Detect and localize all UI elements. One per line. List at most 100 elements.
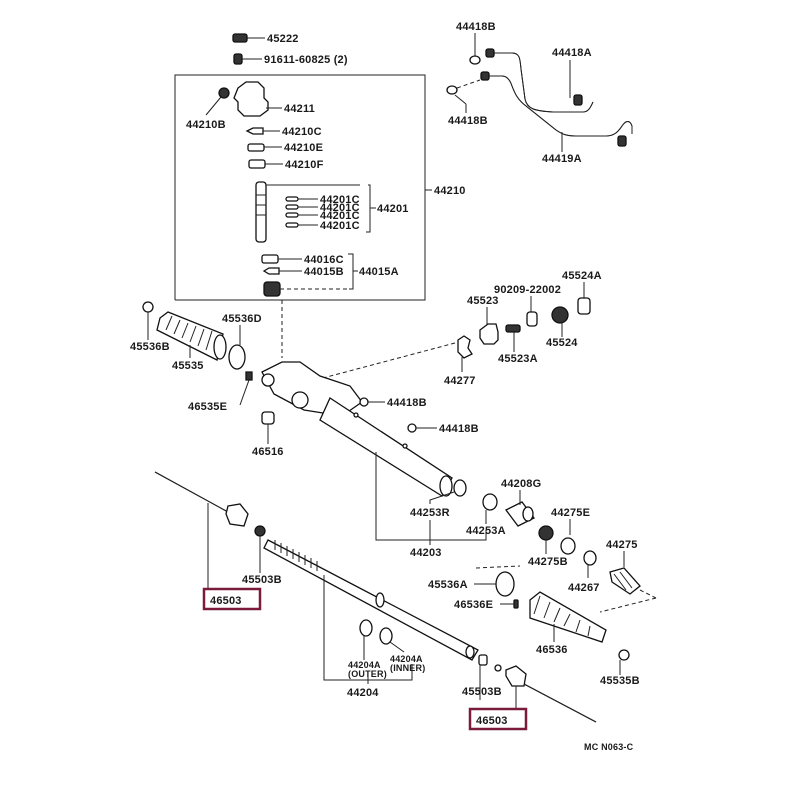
label-46503-left: 46503: [210, 595, 242, 607]
part-44418A-tube[interactable]: 44418A: [485, 47, 594, 113]
group-44203: 44203: [375, 452, 487, 559]
label-44201C-2: 44201C: [320, 202, 360, 214]
label-44016C: 44016C: [304, 254, 344, 266]
part-91611-60825[interactable]: 91611-60825 (2): [233, 53, 348, 66]
part-44253R[interactable]: 44253R: [410, 479, 467, 519]
label-44418B-top: 44418B: [456, 21, 496, 33]
label-45536A: 45536A: [428, 579, 468, 591]
part-44419A-tube[interactable]: 44419A: [480, 71, 633, 165]
label-44204A-inner: 44204A: [390, 654, 423, 664]
label-44208G: 44208G: [501, 478, 541, 490]
part-44418B-left[interactable]: 44418B: [446, 79, 488, 127]
highlight-46503-left[interactable]: 46503: [202, 587, 262, 611]
part-44275B[interactable]: 44275B: [528, 525, 568, 568]
part-45523[interactable]: 45523: [467, 295, 499, 345]
label-44418A: 44418A: [552, 47, 592, 59]
group-44204: 44204: [323, 575, 413, 699]
label-44419A: 44419A: [542, 153, 582, 165]
part-44253A[interactable]: 44253A: [466, 493, 506, 537]
part-45536B-top[interactable]: 45536B: [130, 301, 170, 353]
part-44418B-mid1[interactable]: 44418B: [359, 397, 427, 409]
label-44015A: 44015A: [359, 266, 399, 278]
part-46535E[interactable]: 46535E: [188, 371, 253, 413]
part-90209-22002[interactable]: 90209-22002: [494, 284, 561, 327]
label-44210C: 44210C: [282, 126, 322, 138]
part-46536E[interactable]: 46536E: [454, 599, 519, 611]
label-44204A-outer: 44204A: [348, 660, 381, 670]
label-45503B-right: 45503B: [462, 686, 502, 698]
label-44015B: 44015B: [304, 266, 344, 278]
label-44204A-inner-note: (INNER): [390, 663, 425, 673]
part-44210B[interactable]: 44210B: [186, 87, 230, 131]
label-45523: 45523: [467, 295, 499, 307]
label-44253A: 44253A: [466, 525, 506, 537]
label-44201C-4: 44201C: [320, 220, 360, 232]
highlight-46503-right[interactable]: 46503: [468, 707, 528, 731]
part-46503-left-tie-rod[interactable]: [154, 471, 249, 588]
part-44418B-mid2[interactable]: 44418B: [407, 423, 479, 435]
part-46516[interactable]: 46516: [252, 411, 284, 458]
part-45503B-left[interactable]: 45503B: [242, 525, 282, 586]
label-91611-60825: 91611-60825 (2): [264, 54, 348, 66]
part-45524A[interactable]: 45524A: [562, 270, 602, 315]
part-44016C[interactable]: 44016C: [261, 254, 344, 266]
part-44210C[interactable]: 44210C: [245, 126, 322, 138]
label-45536B-top: 45536B: [130, 341, 170, 353]
part-44204A-inner[interactable]: 44204A (INNER): [379, 627, 425, 673]
label-44203: 44203: [410, 547, 442, 559]
part-45524[interactable]: 45524: [546, 306, 578, 349]
label-44277: 44277: [444, 375, 476, 387]
part-pinion-valve[interactable]: [255, 181, 360, 243]
label-46536: 46536: [536, 644, 568, 656]
part-46503-right-tie-rod[interactable]: [494, 664, 597, 723]
label-90209-22002: 90209-22002: [494, 284, 561, 296]
part-44201C-seals[interactable]: 44201C 44201C 44201C 44201C 44201: [285, 184, 409, 233]
part-44275E[interactable]: 44275E: [551, 507, 590, 555]
label-44204: 44204: [347, 687, 379, 699]
label-45222: 45222: [267, 33, 299, 45]
part-45536D-clamp[interactable]: 45536D: [222, 313, 262, 370]
label-46503-right: 46503: [476, 715, 508, 727]
part-44267[interactable]: 44267: [568, 550, 600, 594]
part-46536-boot[interactable]: 46536: [529, 591, 607, 656]
part-44208G[interactable]: 44208G: [501, 478, 541, 527]
label-46516: 46516: [252, 446, 284, 458]
part-44015A-bracket[interactable]: 44015A: [263, 253, 399, 297]
label-44210E: 44210E: [284, 142, 323, 154]
part-45222[interactable]: 45222: [232, 33, 299, 45]
label-44201: 44201: [377, 203, 409, 215]
label-44210B: 44210B: [186, 119, 226, 131]
label-45524: 45524: [546, 337, 578, 349]
part-44015B[interactable]: 44015B: [262, 266, 344, 278]
part-45523A[interactable]: 45523A: [498, 324, 538, 365]
part-45535-boot[interactable]: 45535: [156, 311, 227, 372]
diagram-code: MC N063-C: [584, 742, 634, 752]
part-44211[interactable]: 44211: [233, 81, 315, 117]
label-44210F: 44210F: [285, 159, 324, 171]
label-44418B-mid1: 44418B: [387, 397, 427, 409]
part-44418B-top[interactable]: 44418B: [456, 21, 496, 65]
label-46536E: 46536E: [454, 599, 493, 611]
part-44277[interactable]: 44277: [322, 335, 476, 387]
label-44275B: 44275B: [528, 556, 568, 568]
part-44204A-outer[interactable]: 44204A (OUTER): [348, 619, 387, 679]
label-44418B-left: 44418B: [448, 115, 488, 127]
label-44210: 44210: [434, 185, 466, 197]
part-44210F[interactable]: 44210F: [248, 159, 324, 171]
part-45535B[interactable]: 45535B: [600, 649, 640, 687]
part-44210E[interactable]: 44210E: [247, 142, 323, 154]
label-45524A: 45524A: [562, 270, 602, 282]
label-45503B-left: 45503B: [242, 574, 282, 586]
part-45503B-right[interactable]: 45503B: [462, 654, 502, 700]
part-45536A-clamp[interactable]: 45536A: [428, 565, 521, 597]
part-rack-bar[interactable]: [263, 539, 479, 661]
label-44275E: 44275E: [551, 507, 590, 519]
label-44267: 44267: [568, 582, 600, 594]
label-44204A-outer-note: (OUTER): [348, 669, 387, 679]
part-44275-boot[interactable]: 44275: [599, 539, 657, 613]
label-44253R: 44253R: [410, 507, 450, 519]
label-44275: 44275: [606, 539, 638, 551]
label-44418B-mid2: 44418B: [439, 423, 479, 435]
label-45535B: 45535B: [600, 675, 640, 687]
